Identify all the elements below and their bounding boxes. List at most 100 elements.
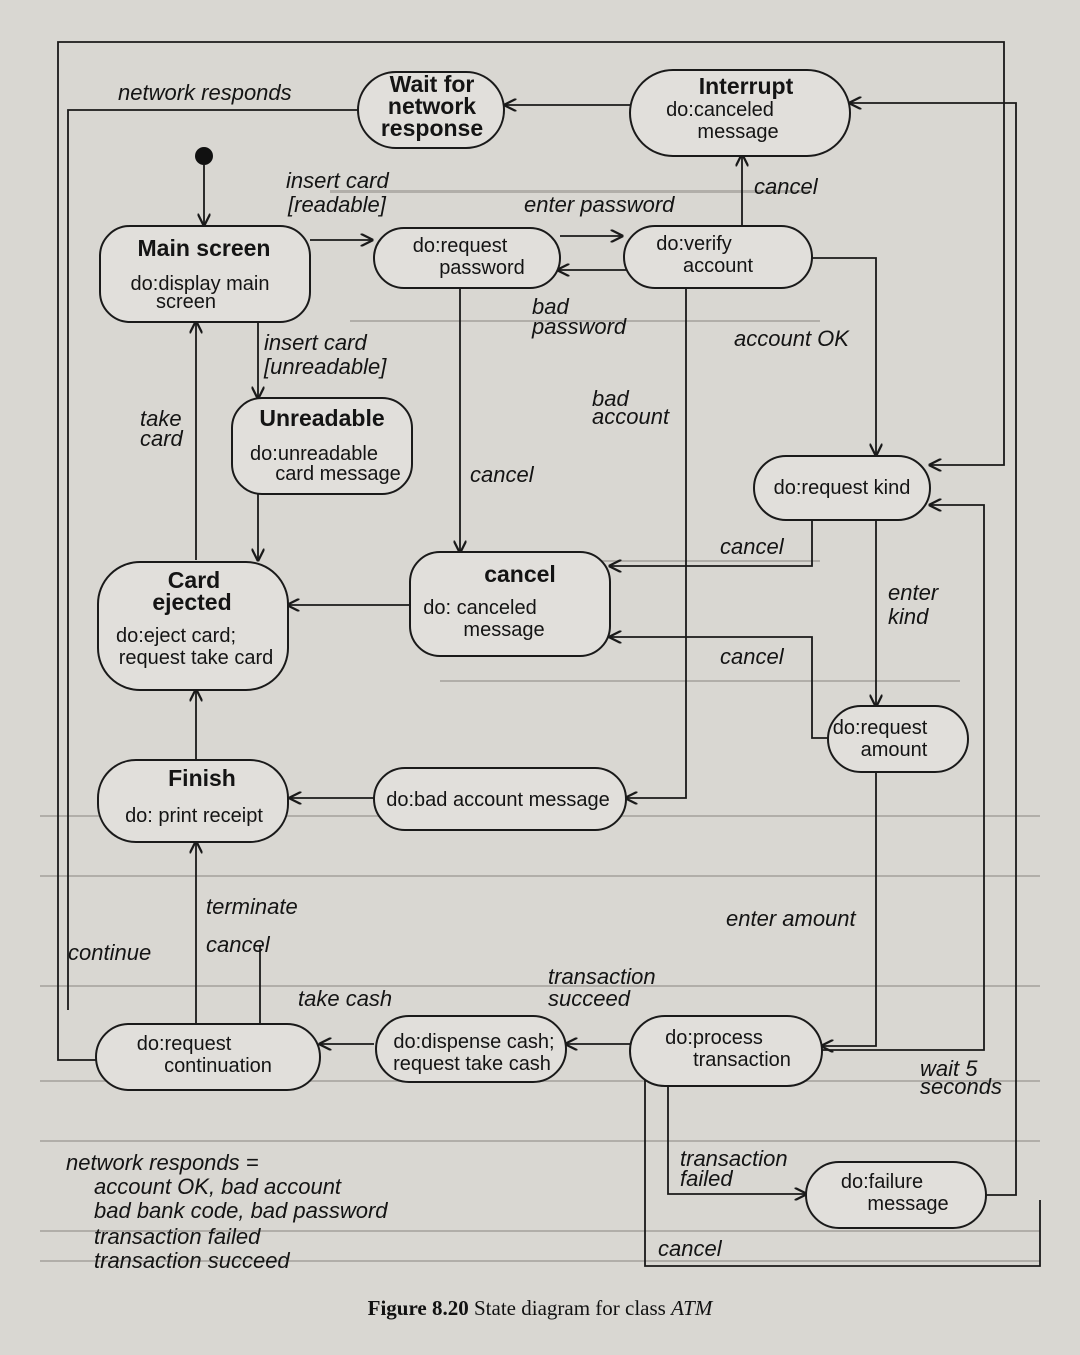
state-activity-line1: do:bad account message bbox=[386, 789, 610, 811]
note-line1: network responds = bbox=[66, 1150, 259, 1175]
note-line5: transaction succeed bbox=[94, 1248, 290, 1273]
note-line4: transaction failed bbox=[94, 1224, 261, 1249]
transition-account-ok bbox=[812, 257, 876, 455]
note-line2: account OK, bad account bbox=[94, 1174, 342, 1199]
state-name-line2: network bbox=[388, 93, 476, 119]
state-activity-line2: message bbox=[867, 1193, 948, 1215]
event-network-responds: network responds bbox=[118, 80, 292, 105]
state-activity-line1: do:request kind bbox=[774, 477, 911, 499]
state-interrupt: Interrupt do:canceled message bbox=[629, 69, 851, 157]
state-name: Finish bbox=[168, 765, 236, 791]
event-take-card-line2: card bbox=[140, 426, 184, 451]
state-request-kind: do:request kind bbox=[753, 455, 931, 521]
state-request-password: do:request password bbox=[373, 227, 561, 289]
transition-enter-amount bbox=[822, 772, 877, 1046]
event-continue: continue bbox=[68, 940, 151, 965]
event-insert-card-unreadable-line2: [unreadable] bbox=[263, 354, 387, 379]
state-request-continuation: do:request continuation bbox=[95, 1023, 321, 1091]
event-enter-kind-line1: enter bbox=[888, 580, 940, 605]
event-terminate: terminate bbox=[206, 894, 298, 919]
state-activity-line1: do:request bbox=[833, 717, 928, 739]
state-name: Interrupt bbox=[699, 73, 794, 99]
state-failure-message: do:failure message bbox=[805, 1161, 987, 1229]
state-activity-line1: do:failure bbox=[841, 1171, 923, 1193]
initial-state-dot bbox=[195, 147, 213, 165]
event-take-card-line1: take bbox=[140, 406, 182, 431]
state-dispense-cash: do:dispense cash; request take cash bbox=[375, 1015, 567, 1083]
transition-wait-5 bbox=[822, 505, 985, 1051]
state-activity-line2: message bbox=[697, 121, 778, 143]
figure-label: Figure 8.20 bbox=[367, 1296, 469, 1320]
event-bad-password-line1: bad bbox=[532, 294, 569, 319]
state-activity-line2: request take cash bbox=[393, 1053, 551, 1075]
state-card-ejected: Card ejected do:eject card; request take… bbox=[97, 561, 289, 691]
state-activity-line1: do:request bbox=[413, 235, 508, 257]
state-activity-line1: do: print receipt bbox=[125, 805, 263, 827]
state-activity-line2: screen bbox=[156, 291, 216, 313]
event-transaction-succeed-line1: transaction bbox=[548, 964, 656, 989]
state-activity-line2: account bbox=[683, 255, 753, 277]
event-wait-5-line2: seconds bbox=[920, 1074, 1002, 1099]
state-name-line1: Wait for bbox=[390, 71, 475, 97]
state-name: Unreadable bbox=[259, 405, 384, 431]
state-name-line3: response bbox=[381, 115, 483, 141]
event-bad-account-line1: bad bbox=[592, 386, 629, 411]
state-activity-line1: do:request bbox=[137, 1033, 232, 1055]
event-transaction-succeed-line2: succeed bbox=[548, 986, 631, 1011]
event-enter-kind-line2: kind bbox=[888, 604, 929, 629]
event-account-ok: account OK bbox=[734, 326, 850, 351]
figure-class-name: ATM bbox=[671, 1296, 713, 1320]
event-labels: network responds insert card [readable] … bbox=[68, 80, 1002, 1261]
event-transaction-failed-line2: failed bbox=[680, 1166, 733, 1191]
transition-continue-loop bbox=[57, 41, 1005, 1061]
state-request-amount: do:request amount bbox=[827, 705, 969, 773]
state-name: Main screen bbox=[138, 235, 271, 261]
state-activity-line1: do:verify bbox=[656, 233, 732, 255]
state-activity-line1: do: canceled bbox=[423, 597, 536, 619]
state-finish: Finish do: print receipt bbox=[97, 759, 289, 843]
transition-cancel-from-amount bbox=[610, 637, 828, 739]
transition-failure-loop bbox=[850, 103, 1017, 1196]
state-name: cancel bbox=[484, 561, 556, 587]
state-name-line1: Card bbox=[168, 567, 220, 593]
event-cancel-amount: cancel bbox=[720, 644, 785, 669]
transition-transaction-failed bbox=[667, 1086, 806, 1194]
state-activity-line2: request take card bbox=[119, 647, 274, 669]
event-cancel-continuation: cancel bbox=[206, 932, 271, 957]
event-insert-card-unreadable-line1: insert card bbox=[264, 330, 367, 355]
state-wait-for-network-response: Wait for network response bbox=[357, 71, 505, 149]
event-cancel-kind: cancel bbox=[720, 534, 785, 559]
state-bad-account-message: do:bad account message bbox=[373, 767, 627, 831]
event-take-cash: take cash bbox=[298, 986, 392, 1011]
state-activity-line1: do:display main bbox=[131, 273, 270, 295]
state-activity-line1: do:unreadable bbox=[250, 443, 378, 465]
note-line3: bad bank code, bad password bbox=[94, 1198, 388, 1223]
state-process-transaction: do:process transaction bbox=[629, 1015, 823, 1087]
event-cancel-failure: cancel bbox=[658, 1236, 723, 1261]
figure-caption: Figure 8.20 State diagram for class ATM bbox=[0, 1296, 1080, 1321]
state-activity-line1: do:process bbox=[665, 1027, 763, 1049]
event-bad-password-line2: password bbox=[531, 314, 627, 339]
event-enter-password: enter password bbox=[524, 192, 675, 217]
state-unreadable: Unreadable do:unreadable card message bbox=[231, 397, 413, 495]
event-wait-5-line1: wait 5 bbox=[920, 1056, 978, 1081]
transition-bad-account bbox=[626, 288, 687, 798]
transition-cancel-from-failure bbox=[644, 1080, 1041, 1267]
state-activity-line2: message bbox=[463, 619, 544, 641]
event-cancel-unreadable: cancel bbox=[470, 462, 535, 487]
event-transaction-failed-line1: transaction bbox=[680, 1146, 788, 1171]
state-verify-account: do:verify account bbox=[623, 225, 813, 289]
state-activity-line2: password bbox=[439, 257, 525, 279]
figure-caption-text: State diagram for class bbox=[474, 1296, 666, 1320]
state-activity-line1: do:canceled bbox=[666, 99, 774, 121]
transition-network-responds bbox=[67, 109, 358, 1010]
state-activity-line1: do:eject card; bbox=[116, 625, 236, 647]
state-main-screen: Main screen do:display main screen bbox=[99, 225, 311, 323]
state-name-line2: ejected bbox=[152, 589, 231, 615]
state-activity-line1: do:dispense cash; bbox=[393, 1031, 554, 1053]
event-enter-amount: enter amount bbox=[726, 906, 857, 931]
state-activity-line2: amount bbox=[861, 739, 928, 761]
state-activity-line2: card message bbox=[275, 463, 401, 485]
state-activity-line2: continuation bbox=[164, 1055, 272, 1077]
